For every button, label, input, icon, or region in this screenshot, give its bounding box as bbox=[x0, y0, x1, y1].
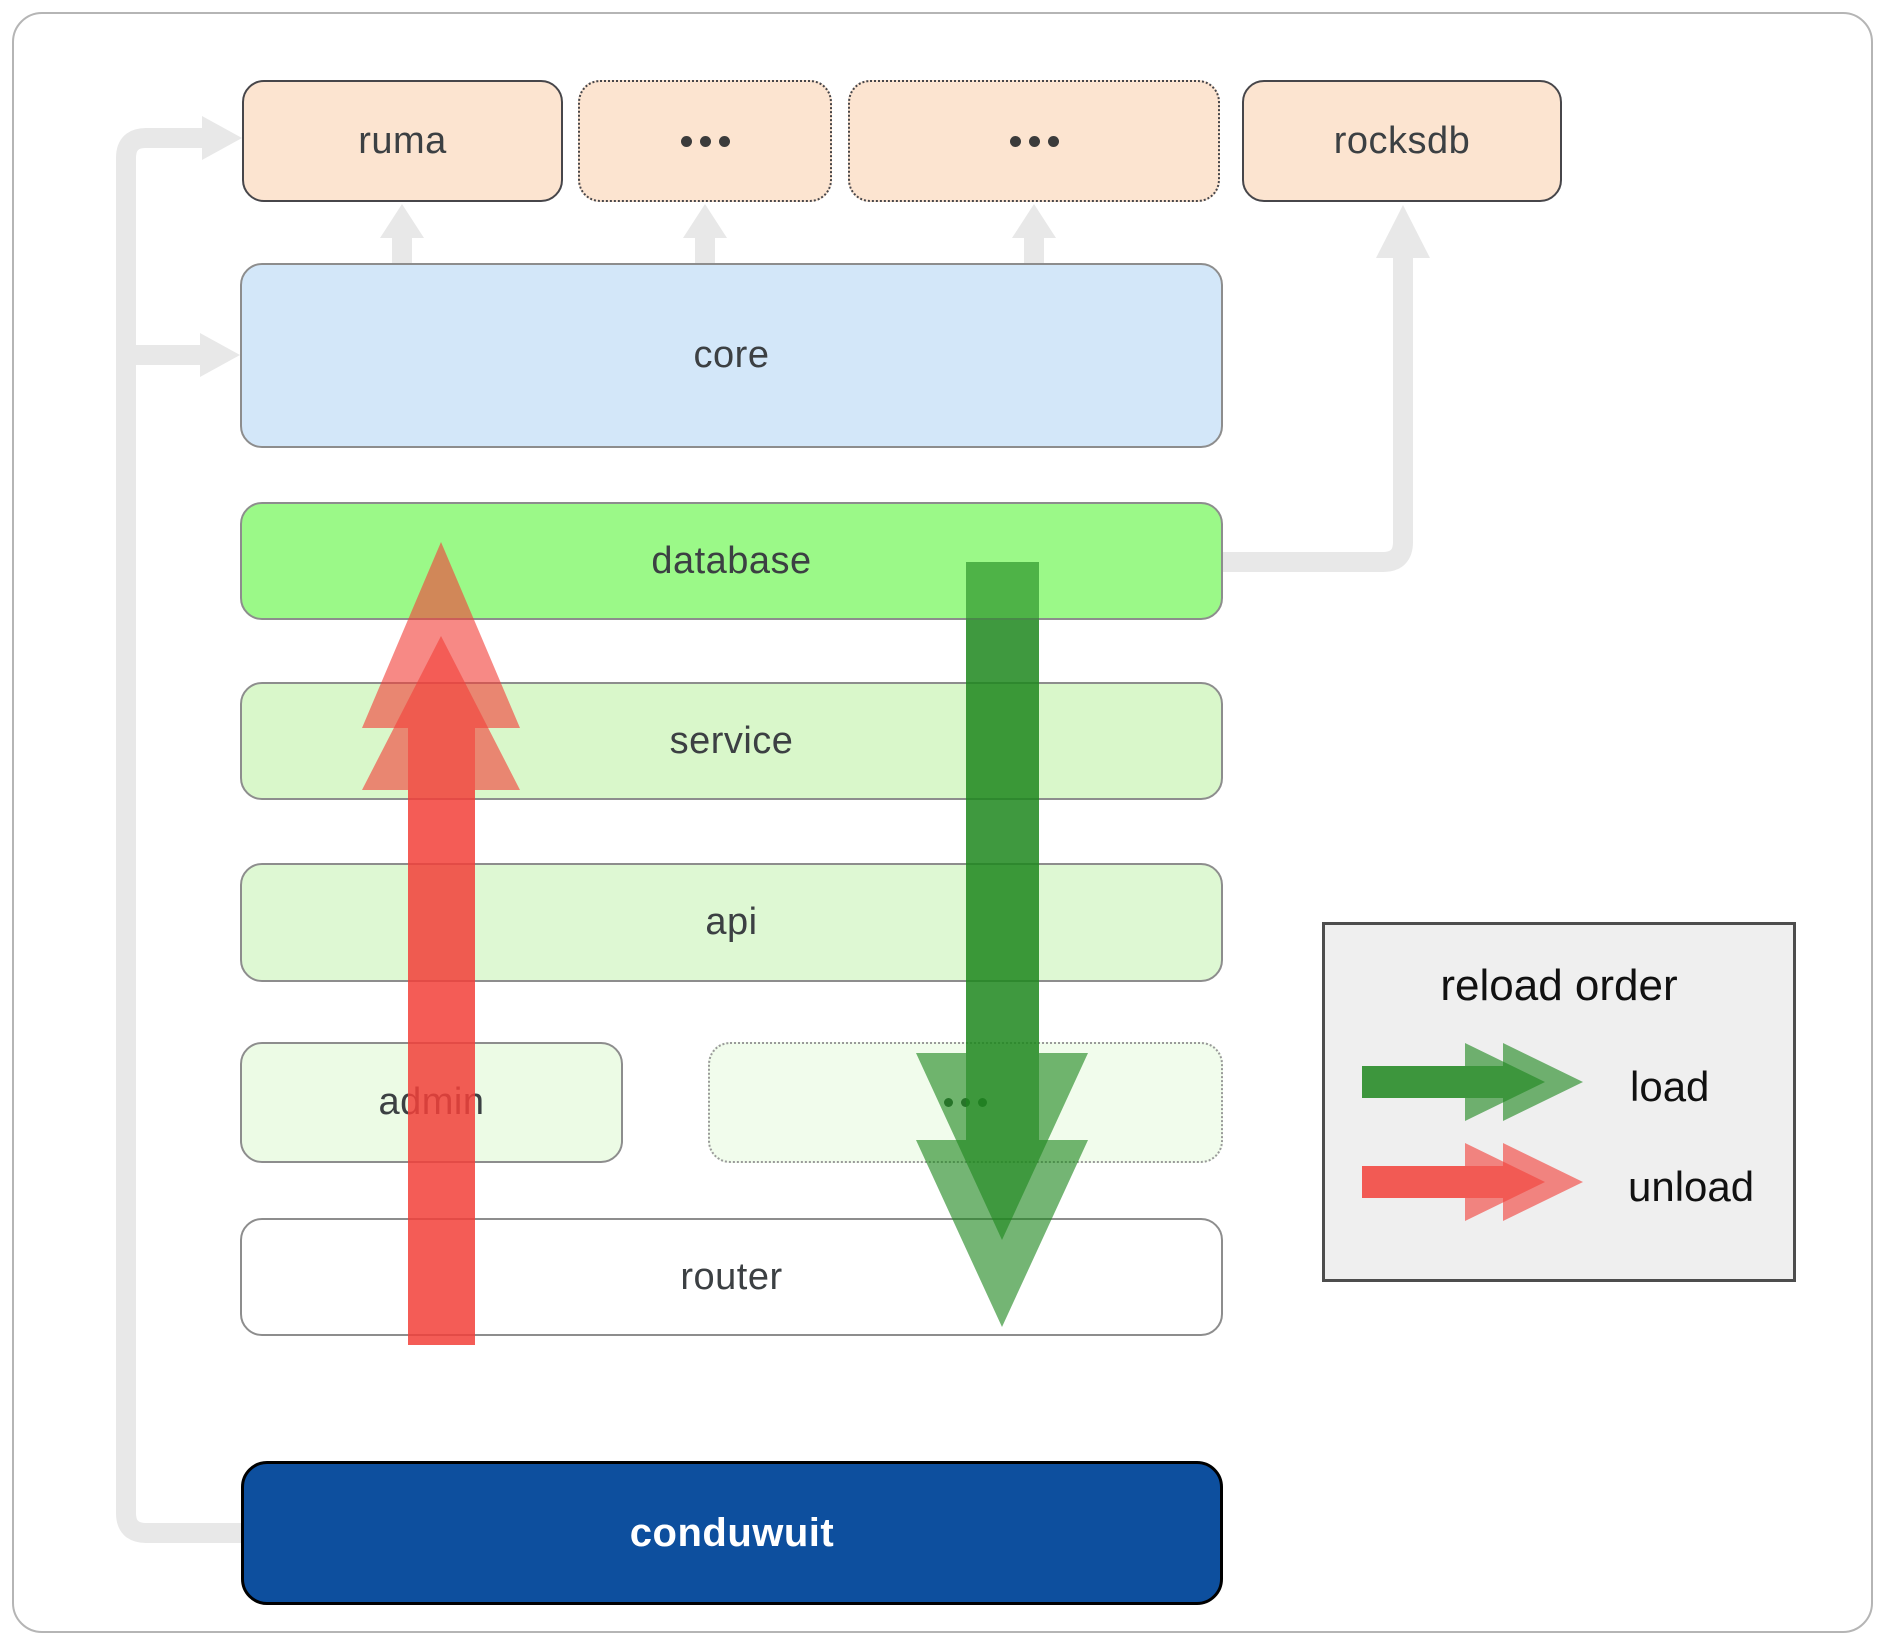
node-label: rocksdb bbox=[1333, 119, 1471, 162]
node-other-services bbox=[708, 1042, 1223, 1163]
node-ruma: ruma bbox=[242, 80, 563, 202]
node-label: database bbox=[651, 539, 812, 582]
legend-title: reload order bbox=[1440, 961, 1678, 1010]
node-other-crates-2 bbox=[848, 80, 1220, 202]
node-label: ruma bbox=[358, 119, 447, 162]
node-service: service bbox=[240, 682, 1223, 800]
node-api: api bbox=[240, 863, 1223, 982]
ellipsis-icon bbox=[680, 135, 730, 147]
node-label: router bbox=[680, 1255, 783, 1298]
node-core: core bbox=[240, 263, 1223, 448]
legend-load-label: load bbox=[1630, 1063, 1710, 1110]
legend-reload-order: reload order load unload bbox=[1322, 922, 1796, 1282]
ellipsis-icon bbox=[1009, 135, 1059, 147]
node-label: conduwuit bbox=[629, 1510, 835, 1555]
node-database: database bbox=[240, 502, 1223, 620]
node-label: api bbox=[705, 901, 758, 943]
legend-unload-label: unload bbox=[1628, 1163, 1755, 1210]
diagram-outer-frame bbox=[12, 12, 1873, 1633]
node-rocksdb: rocksdb bbox=[1242, 80, 1562, 202]
node-admin: admin bbox=[240, 1042, 623, 1163]
node-other-crates-1 bbox=[578, 80, 832, 202]
node-label: core bbox=[693, 334, 770, 376]
node-router: router bbox=[240, 1218, 1223, 1336]
ellipsis-icon bbox=[944, 1098, 987, 1107]
node-conduwuit: conduwuit bbox=[241, 1461, 1223, 1605]
node-label: service bbox=[669, 719, 794, 762]
node-label: admin bbox=[378, 1081, 485, 1123]
